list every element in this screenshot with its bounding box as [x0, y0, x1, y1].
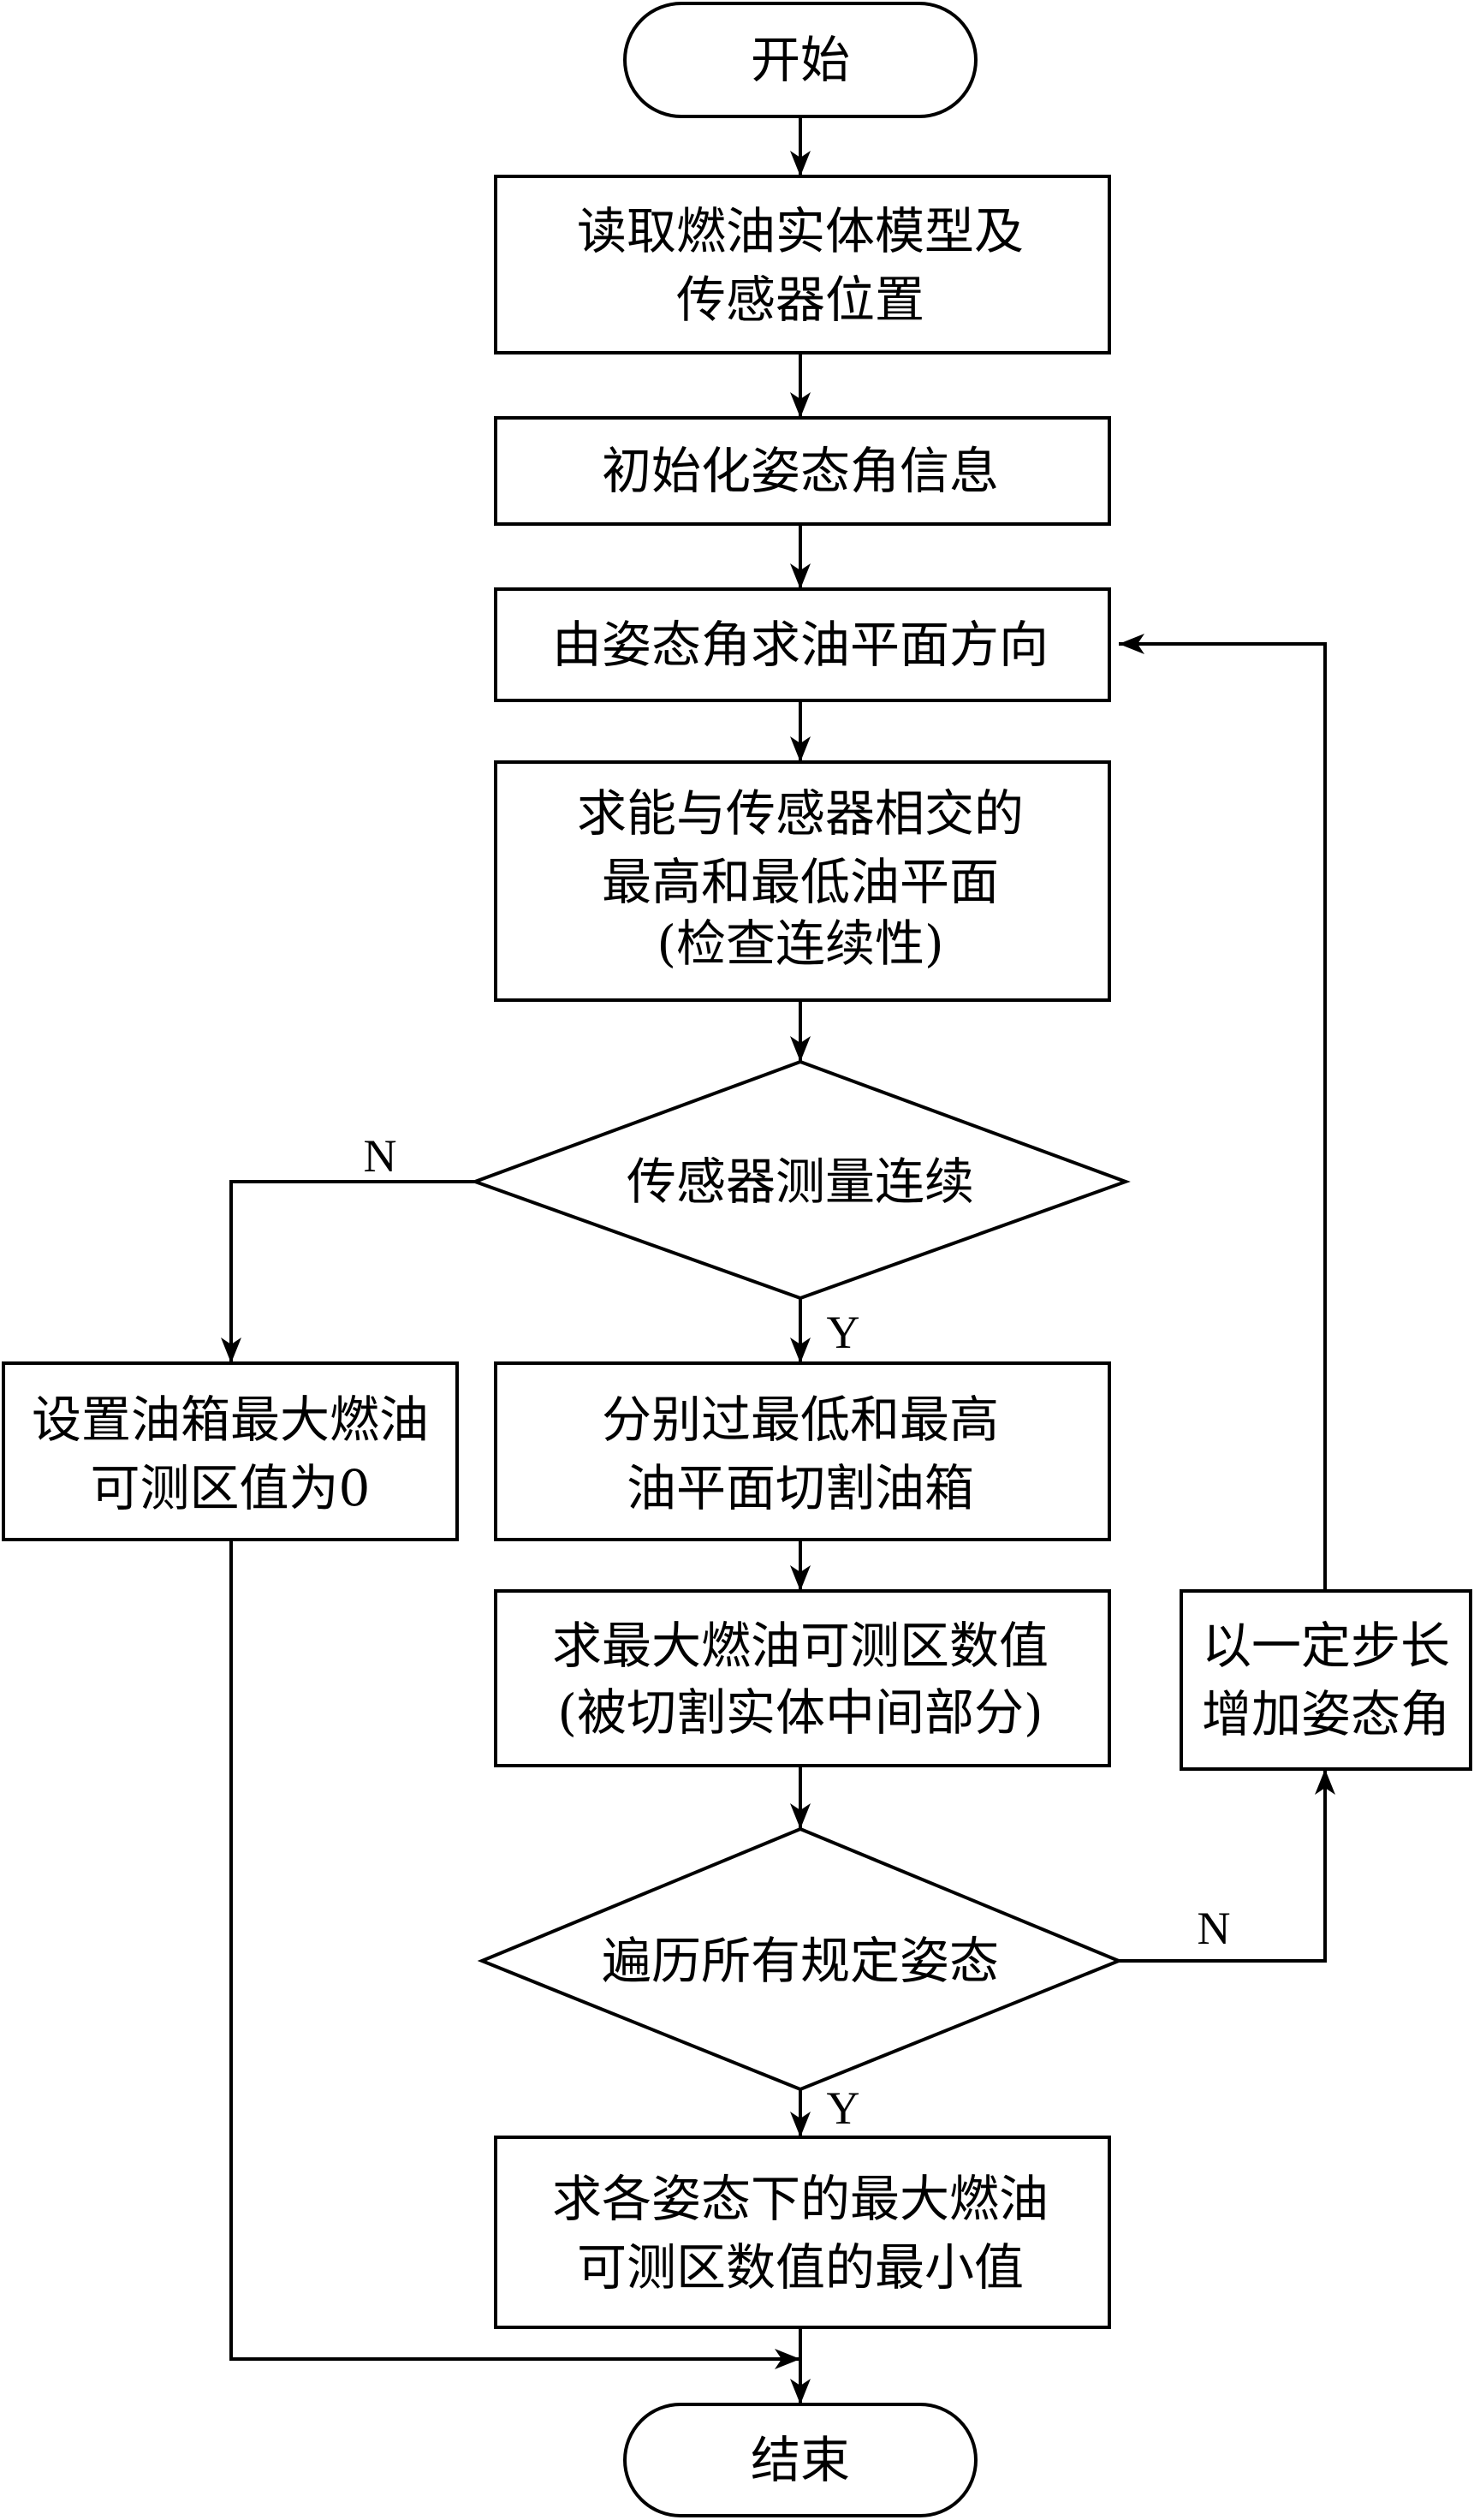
decision-continuous-yes-label: Y	[827, 1307, 860, 1358]
arrow-decision1-no	[221, 1180, 475, 1363]
max-fuel-region-line-2: (被切割实体中间部分)	[557, 1683, 1043, 1742]
decision-all-attitudes-label: 遍历所有规定姿态	[602, 1932, 999, 1990]
increase-angle-line-2: 增加姿态角	[1202, 1685, 1450, 1743]
max-fuel-region-line-1: 求最大燃油可测区数值	[552, 1617, 1049, 1675]
increase-angle-box: 以一定步长 增加姿态角	[1180, 1589, 1472, 1771]
find-planes-line-1: 求能与传感器相交的	[577, 784, 1024, 843]
connectors	[221, 116, 1335, 2404]
start-label: 开始	[751, 31, 850, 89]
find-planes-line-3: (检查连续性)	[657, 914, 943, 973]
decision-all-attitudes-no-label: N	[1198, 1903, 1231, 1954]
set-zero-line-1: 设置油箱最大燃油	[32, 1391, 429, 1449]
increase-angle-line-1: 以一定步长	[1202, 1617, 1450, 1675]
end-label: 结束	[751, 2431, 850, 2489]
arrow-zero-to-end	[229, 1540, 800, 2369]
arrow-decision2-no	[1119, 1769, 1335, 1963]
find-planes-line-2: 最高和最低油平面	[602, 853, 999, 911]
cut-tank-line-2: 油平面切割油箱	[627, 1459, 974, 1517]
decision-all-attitudes: 遍历所有规定姿态	[477, 1826, 1124, 2092]
init-attitude-label: 初始化姿态角信息	[602, 442, 999, 500]
read-model-box: 读取燃油实体模型及 传感器位置	[494, 175, 1111, 354]
max-fuel-region-box: 求最大燃油可测区数值 (被切割实体中间部分)	[494, 1589, 1111, 1767]
find-planes-box: 求能与传感器相交的 最高和最低油平面 (检查连续性)	[494, 760, 1111, 1002]
read-model-line-1: 读取燃油实体模型及	[577, 202, 1024, 260]
min-value-box: 求各姿态下的最大燃油 可测区数值的最小值	[494, 2136, 1111, 2329]
min-value-line-2: 可测区数值的最小值	[577, 2238, 1024, 2297]
arrow-increase-loop	[1119, 634, 1327, 1591]
cut-tank-line-1: 分别过最低和最高	[602, 1391, 999, 1449]
oil-plane-direction-box: 由姿态角求油平面方向	[494, 587, 1111, 702]
decision-continuous-no-label: N	[364, 1130, 397, 1182]
start-terminal: 开始	[623, 2, 978, 118]
set-zero-box: 设置油箱最大燃油 可测区值为0	[2, 1361, 459, 1541]
decision-all-attitudes-yes-label: Y	[827, 2082, 860, 2134]
cut-tank-box: 分别过最低和最高 油平面切割油箱	[494, 1361, 1111, 1541]
min-value-line-1: 求各姿态下的最大燃油	[552, 2170, 1049, 2228]
init-attitude-box: 初始化姿态角信息	[494, 416, 1111, 526]
read-model-line-2: 传感器位置	[676, 271, 924, 329]
end-terminal: 结束	[623, 2403, 978, 2517]
oil-plane-direction-label: 由姿态角求油平面方向	[552, 616, 1049, 674]
set-zero-line-2: 可测区值为0	[91, 1459, 371, 1517]
decision-continuous-label: 传感器测量连续	[627, 1153, 974, 1211]
decision-continuous: 传感器测量连续	[470, 1059, 1131, 1301]
